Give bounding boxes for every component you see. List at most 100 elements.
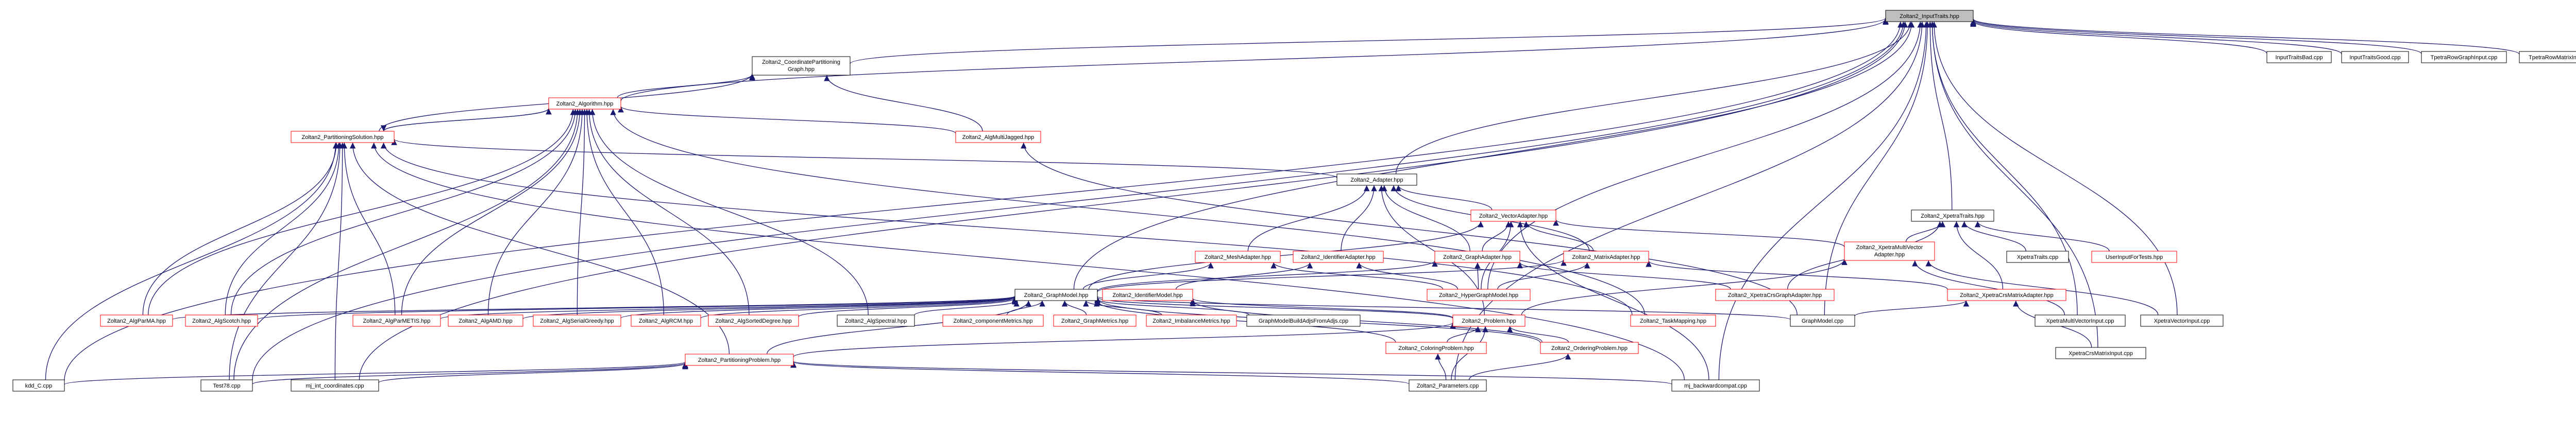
node-graphadapter[interactable]: Zoltan2_GraphAdapter.hpp: [1434, 251, 1520, 263]
node-box-mjcoords: [291, 379, 379, 392]
node-inputtraits: Zoltan2_InputTraits.hpp: [1885, 10, 1974, 22]
edge-partprob-to-mjcoords: [378, 363, 688, 383]
edge-partsol-to-algorithm: [380, 108, 549, 132]
node-identmodel[interactable]: Zoltan2_IdentifierModel.hpp: [1102, 289, 1193, 301]
node-xvecinput[interactable]: XpetraVectorInput.cpp: [2140, 314, 2224, 327]
node-mjbackcompat[interactable]: mj_backwardcompat.cpp: [1671, 379, 1760, 392]
node-inputtraitsgood[interactable]: InputTraitsGood.cpp: [2341, 51, 2409, 63]
edge-inputtraits-to-xmvinput: [1929, 21, 2078, 316]
edge-vectoradapter-to-xpetramvadapter: [1553, 219, 1845, 248]
node-algparma[interactable]: Zoltan2_AlgParMA.hpp: [100, 314, 173, 327]
node-box-imbalmetrics: [1146, 314, 1237, 327]
edge-partsol-to-mjbackcompat: [370, 142, 1685, 380]
node-adapter[interactable]: Zoltan2_Adapter.hpp: [1336, 173, 1417, 186]
edge-matrixadapter-to-graphmodel: [1097, 259, 1567, 293]
edge-graphmodel-to-algscotch: [257, 295, 1018, 320]
edge-vectoradapter-to-graphadapter: [1482, 221, 1512, 252]
node-box-vectoradapter: [1470, 209, 1556, 222]
edge-vectoradapter-to-matrixadapter: [1523, 221, 1594, 252]
node-problem[interactable]: Zoltan2_Problem.hpp: [1452, 314, 1526, 327]
node-algorithm[interactable]: Zoltan2_Algorithm.hpp: [548, 97, 621, 110]
node-kddcpp[interactable]: kdd_C.cpp: [12, 379, 65, 392]
node-box-inputtraits: [1885, 10, 1974, 22]
node-orderingprob[interactable]: Zoltan2_OrderingProblem.hpp: [1540, 342, 1639, 354]
edge-inputtraits-to-kddcpp: [64, 21, 1904, 381]
edge-xpetratraits-to-xpetratraitscpp: [1961, 221, 2026, 252]
edge-graphadapter-to-xcrsgraphadapter: [1517, 262, 1731, 290]
edge-inputtraits-to-xcrsmatinput: [1929, 21, 2098, 348]
node-algmj[interactable]: Zoltan2_AlgMultiJagged.hpp: [955, 131, 1041, 143]
node-gmbuild[interactable]: GraphModelBuildAdjsFromAdjs.cpp: [1246, 314, 1361, 327]
edge-xcrsmatrixadapter-to-graphmodelcpp: [1854, 300, 1970, 317]
edge-algorithm-to-algamd: [487, 109, 585, 316]
edge-graphmodel-to-algparmetis: [440, 296, 1018, 320]
node-meshadapter[interactable]: Zoltan2_MeshAdapter.hpp: [1195, 251, 1281, 263]
node-label-xmvinput: XpetraMultiVectorInput.cpp: [2046, 318, 2114, 324]
node-label-userinput: UserInputForTests.hpp: [2106, 254, 2163, 260]
node-imbalmetrics[interactable]: Zoltan2_ImbalanceMetrics.hpp: [1146, 314, 1237, 327]
node-graphmodel[interactable]: Zoltan2_GraphModel.hpp: [1014, 289, 1098, 301]
node-box-test78: [200, 379, 253, 392]
edge-xpetramvadapter-to-problem: [1521, 259, 1848, 316]
edge-algorithm-to-algparmetis: [401, 109, 583, 316]
node-xpetratraits[interactable]: Zoltan2_XpetraTraits.hpp: [1911, 209, 1994, 222]
node-test78[interactable]: Test78.cpp: [200, 379, 253, 392]
node-vectoradapter[interactable]: Zoltan2_VectorAdapter.hpp: [1470, 209, 1556, 222]
node-algamd[interactable]: Zoltan2_AlgAMD.hpp: [448, 314, 523, 327]
node-compmetrics[interactable]: Zoltan2_componentMetrics.hpp: [942, 314, 1044, 327]
node-box-identmodel: [1102, 289, 1193, 301]
node-label-tpetrarowgraph: TpetraRowGraphInput.cpp: [2431, 55, 2498, 61]
edge-problem-to-coloringprob: [1447, 326, 1481, 343]
node-label-hypergraphmodel: Zoltan2_HyperGraphModel.hpp: [1439, 292, 1518, 299]
node-mjcoords[interactable]: mj_int_coordinates.cpp: [291, 379, 379, 392]
node-label-imbalmetrics: Zoltan2_ImbalanceMetrics.hpp: [1153, 318, 1230, 324]
edge-inputtraits-to-xpetratraits: [1927, 21, 1953, 211]
node-algsorteddeg[interactable]: Zoltan2_AlgSortedDegree.hpp: [708, 314, 799, 327]
node-inputtraitsbad[interactable]: InputTraitsBad.cpp: [2266, 51, 2332, 63]
node-box-userinput: [2091, 251, 2177, 263]
node-matrixadapter[interactable]: Zoltan2_MatrixAdapter.hpp: [1563, 251, 1649, 263]
node-box-algamd: [448, 314, 523, 327]
node-xcrsmatinput[interactable]: XpetraCrsMatrixInput.cpp: [2055, 347, 2146, 359]
node-label-inputtraitsbad: InputTraitsBad.cpp: [2276, 55, 2323, 61]
node-box-algparmetis: [352, 314, 441, 327]
node-hypergraphmodel[interactable]: Zoltan2_HyperGraphModel.hpp: [1427, 289, 1531, 301]
node-box-algscotch: [185, 314, 258, 327]
node-params[interactable]: Zoltan2_Parameters.cpp: [1409, 379, 1487, 392]
edge-meshadapter-to-graphmodel: [1082, 262, 1214, 290]
node-box-xpetratraits: [1911, 209, 1994, 222]
node-partsol[interactable]: Zoltan2_PartitioningSolution.hpp: [291, 131, 395, 143]
node-coloringprob[interactable]: Zoltan2_ColoringProblem.hpp: [1385, 342, 1487, 354]
node-label-graphmodelcpp: GraphModel.cpp: [1802, 318, 1843, 324]
node-box-xvecinput: [2140, 314, 2224, 327]
node-algrcm[interactable]: Zoltan2_AlgRCM.hpp: [631, 314, 701, 327]
node-identadapter[interactable]: Zoltan2_IdentifierAdapter.hpp: [1293, 251, 1384, 263]
node-xcrsmatrixadapter[interactable]: Zoltan2_XpetraCrsMatrixAdapter.hpp: [1947, 289, 2066, 301]
node-algscotch[interactable]: Zoltan2_AlgScotch.hpp: [185, 314, 258, 327]
node-xmvinput[interactable]: XpetraMultiVectorInput.cpp: [2035, 314, 2126, 327]
edge-adapter-to-meshadapter: [1247, 185, 1370, 252]
node-algparmetis[interactable]: Zoltan2_AlgParMETIS.hpp: [352, 314, 441, 327]
node-box-graphmodelcpp: [1790, 314, 1855, 327]
node-label-algspectral: Zoltan2_AlgSpectral.hpp: [845, 318, 907, 324]
edge-adapter-to-graphadapter: [1381, 185, 1470, 252]
node-taskmapping[interactable]: Zoltan2_TaskMapping.hpp: [1630, 314, 1716, 327]
node-tpetrarowmatrix[interactable]: TpetraRowMatrixInput.cpp: [2519, 51, 2576, 63]
node-graphmetrics[interactable]: Zoltan2_GraphMetrics.hpp: [1053, 314, 1137, 327]
node-tpetrarowgraph[interactable]: TpetraRowGraphInput.cpp: [2421, 51, 2507, 63]
node-box-orderingprob: [1540, 342, 1639, 354]
edge-inputtraits-to-xvecinput: [1931, 21, 2178, 316]
node-label-problem: Zoltan2_Problem.hpp: [1462, 318, 1516, 324]
node-partprob[interactable]: Zoltan2_PartitioningProblem.hpp: [685, 354, 794, 366]
edge-inputtraits-to-adapter: [1395, 21, 1913, 174]
edge-inputtraits-to-tpetrarowmatrix: [1970, 18, 2520, 55]
node-alggreedy[interactable]: Zoltan2_AlgSerialGreedy.hpp: [533, 314, 621, 327]
node-userinput[interactable]: UserInputForTests.hpp: [2091, 251, 2177, 263]
node-label-gmbuild: GraphModelBuildAdjsFromAdjs.cpp: [1259, 318, 1348, 324]
node-algspectral[interactable]: Zoltan2_AlgSpectral.hpp: [837, 314, 915, 327]
node-graphmodelcpp[interactable]: GraphModel.cpp: [1790, 314, 1855, 327]
node-xcrsgraphadapter[interactable]: Zoltan2_XpetraCrsGraphAdapter.hpp: [1715, 289, 1835, 301]
node-xpetratraitscpp[interactable]: XpetraTraits.cpp: [2006, 251, 2069, 263]
